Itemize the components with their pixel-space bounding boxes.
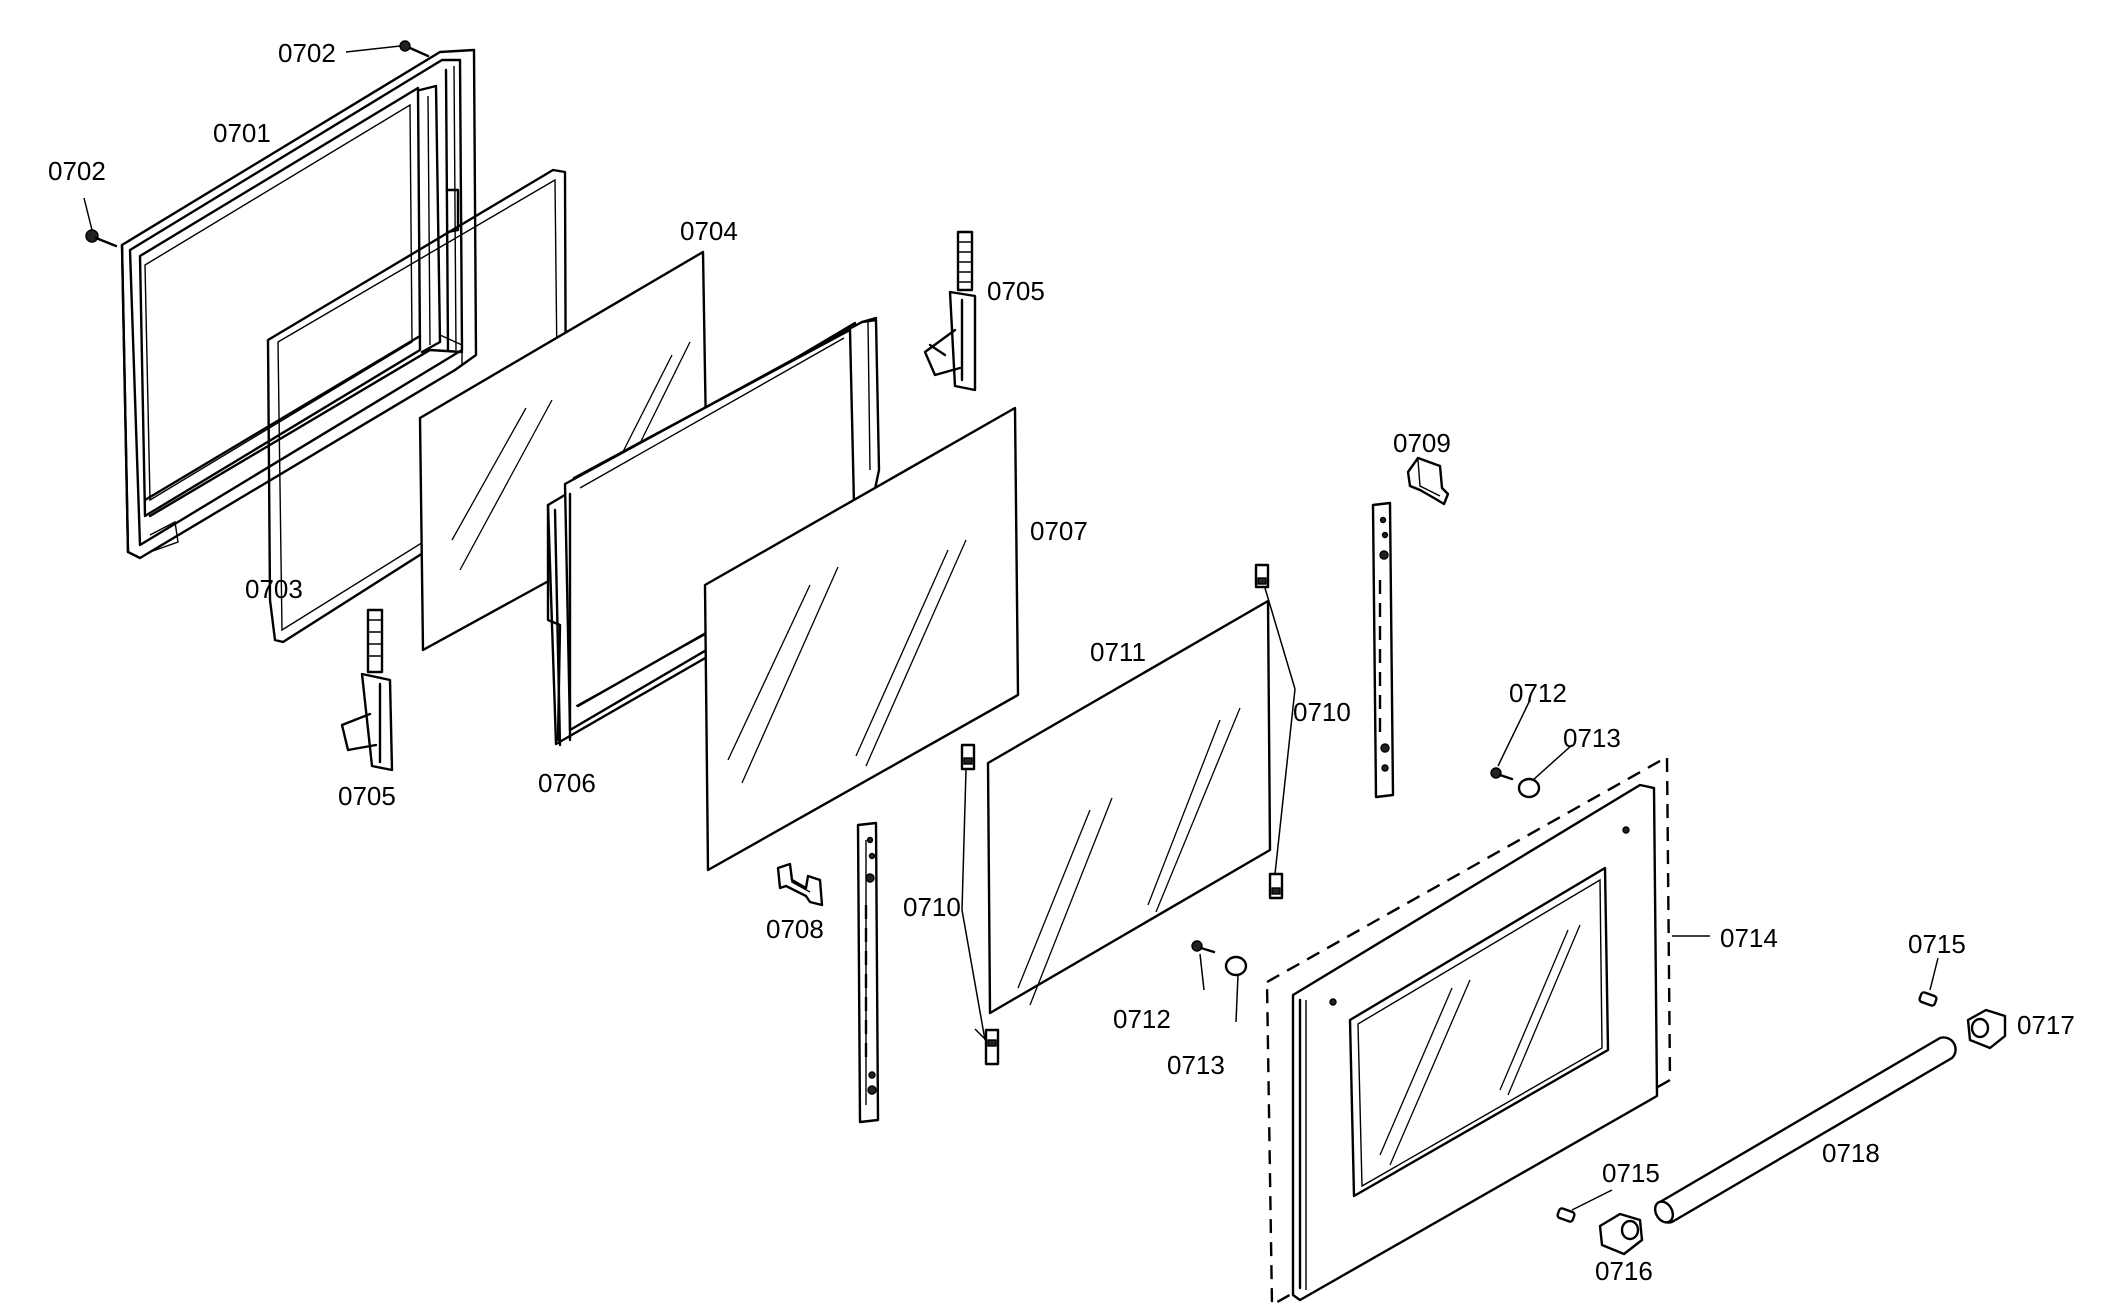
label-0718: 0718 xyxy=(1822,1138,1880,1168)
end-cap-0717 xyxy=(1966,1008,2007,1050)
glass-panel-0704 xyxy=(418,250,709,652)
screw-0712-right xyxy=(1490,767,1514,781)
end-cap-0716 xyxy=(1598,1212,1644,1256)
clip-0710-c xyxy=(960,743,976,771)
pin-0715-right xyxy=(1918,991,1938,1007)
bracket-0708 xyxy=(776,862,824,907)
label-0706: 0706 xyxy=(538,768,596,798)
cap-0713-left xyxy=(1224,955,1248,977)
label-0710-left: 0710 xyxy=(903,892,961,922)
screw-0702-top xyxy=(399,40,430,58)
label-0715-left: 0715 xyxy=(1602,1158,1660,1188)
label-0708: 0708 xyxy=(766,914,824,944)
glass-panel-0707 xyxy=(703,406,1020,872)
hinge-0705-right xyxy=(923,230,977,392)
label-0704: 0704 xyxy=(680,216,738,246)
inner-door-frame-0701 xyxy=(120,48,478,560)
label-0712-left: 0712 xyxy=(1113,1004,1171,1034)
label-0710-right: 0710 xyxy=(1293,697,1351,727)
leader-lines xyxy=(83,45,1939,1211)
glass-panel-0711 xyxy=(986,599,1272,1015)
label-0702-left: 0702 xyxy=(48,156,106,186)
handle-bar-0718 xyxy=(1653,1036,1957,1224)
hinge-0705-left xyxy=(340,608,394,772)
side-rail-right xyxy=(1371,501,1395,799)
screw-0712-left xyxy=(1191,940,1216,954)
label-0701: 0701 xyxy=(213,118,271,148)
label-0716: 0716 xyxy=(1595,1256,1653,1286)
label-0707: 0707 xyxy=(1030,516,1088,546)
label-0705-right: 0705 xyxy=(987,276,1045,306)
label-0714: 0714 xyxy=(1720,923,1778,953)
bracket-0709 xyxy=(1406,456,1450,506)
label-0709: 0709 xyxy=(1393,428,1451,458)
clip-0710-a xyxy=(1254,563,1270,589)
clip-0710-d xyxy=(984,1028,1000,1066)
label-0705-left: 0705 xyxy=(338,781,396,811)
label-0713-right: 0713 xyxy=(1563,723,1621,753)
part-labels: 0702 0701 0702 0704 0705 0709 0707 0703 … xyxy=(48,38,2075,1286)
label-0702-top: 0702 xyxy=(278,38,336,68)
label-0712-right: 0712 xyxy=(1509,678,1567,708)
label-0715-right: 0715 xyxy=(1908,929,1966,959)
label-0703: 0703 xyxy=(245,574,303,604)
outer-door-0714 xyxy=(1265,754,1672,1308)
pin-0715-left xyxy=(1556,1207,1576,1223)
label-0713-left: 0713 xyxy=(1167,1050,1225,1080)
side-rail-left xyxy=(856,821,880,1124)
screw-0702-left xyxy=(85,229,118,248)
cap-0713-right xyxy=(1517,777,1541,799)
label-0711: 0711 xyxy=(1090,637,1146,667)
clip-0710-b xyxy=(1268,872,1284,900)
label-0717: 0717 xyxy=(2017,1010,2075,1040)
